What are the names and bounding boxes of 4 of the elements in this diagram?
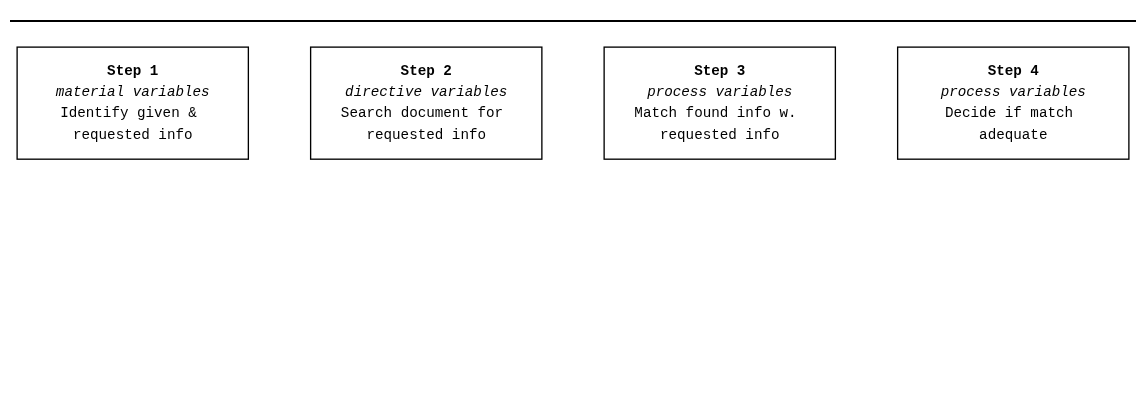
node-box: Step 4 process variables Decide if match adequate [896,46,1130,160]
node-box: Step 2 directive variables Search document for requested info [309,46,543,160]
node-box: Step 3 process variables Match found info w. requested info [603,46,837,160]
node-box: Step 1 material variables Identify given & requested info [16,46,250,160]
